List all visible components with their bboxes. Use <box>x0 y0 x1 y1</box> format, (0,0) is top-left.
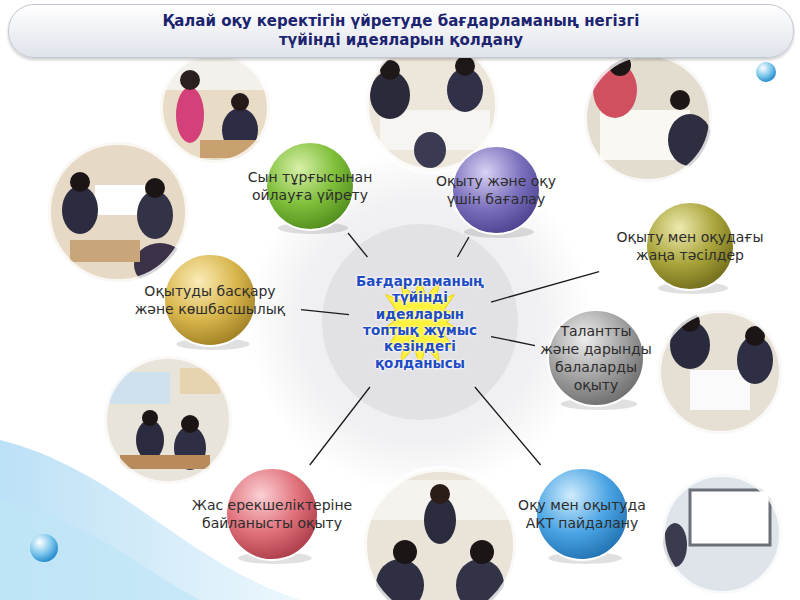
node-label: Оқыту және оқу үшін бағалау <box>425 172 567 208</box>
node-label: Жас ерекшеліктеріне байланысты оқыту <box>181 496 363 532</box>
classroom-photo <box>660 470 785 595</box>
classroom-photo <box>100 355 240 485</box>
classroom-photo <box>360 465 525 600</box>
sphere-node: Оқу мен оқытуда АКТ пайдалану <box>502 466 662 562</box>
connector-line <box>348 233 367 257</box>
sphere-node: Жас ерекшеліктеріне байланысты оқыту <box>177 466 367 562</box>
connector-line <box>491 272 599 302</box>
connector-line <box>301 310 349 315</box>
connector <box>491 272 599 302</box>
sphere-shape <box>421 144 571 236</box>
node-label: Оқытуды басқару және көшбасшылық <box>124 282 296 318</box>
connector-line <box>491 337 535 346</box>
title: Қалай оқу керектігін үйретуде бағдарлама… <box>161 12 641 50</box>
title-banner: Қалай оқу керектігін үйретуде бағдарлама… <box>8 4 794 58</box>
center-node: Бағдарламаның түйінді идеяларын топтық ж… <box>350 258 490 386</box>
sphere-shape <box>231 140 389 232</box>
connector <box>457 237 469 257</box>
sphere-shape <box>600 200 780 292</box>
node-label: Оқыту мен оқудағы жаңа тәсілдер <box>604 228 776 264</box>
connector <box>491 337 535 346</box>
classroom-photo <box>150 50 280 170</box>
sphere-node: Оқыту мен оқудағы жаңа тәсілдер <box>600 200 780 292</box>
sphere-node: Оқытуды басқару және көшбасшылық <box>120 252 300 348</box>
classroom-photo <box>655 305 785 435</box>
connector-line <box>475 387 541 465</box>
sphere-shape <box>177 466 367 562</box>
node-label: Оқу мен оқытуда АКТ пайдалану <box>506 496 658 532</box>
connector-line <box>310 387 370 465</box>
connector <box>310 387 370 465</box>
node-label: Сын тұрғысынан ойлауға үйрету <box>235 168 385 204</box>
connector <box>348 233 367 257</box>
sphere-shape <box>120 252 300 348</box>
connector <box>475 387 541 465</box>
node-label: Талантты және дарынды балаларды оқыту <box>540 322 652 395</box>
classroom-photo <box>45 140 195 287</box>
sphere-node: Оқыту және оқу үшін бағалау <box>421 144 571 236</box>
classroom-photo <box>580 50 720 190</box>
sphere-node: Талантты және дарынды балаларды оқыту <box>536 308 656 408</box>
connector-line <box>457 237 469 257</box>
node-label: Бағдарламаның түйінді идеяларын топтық ж… <box>354 273 486 372</box>
connector <box>301 310 349 315</box>
sphere-node: Сын тұрғысынан ойлауға үйрету <box>231 140 389 232</box>
sphere-shape <box>502 466 662 562</box>
